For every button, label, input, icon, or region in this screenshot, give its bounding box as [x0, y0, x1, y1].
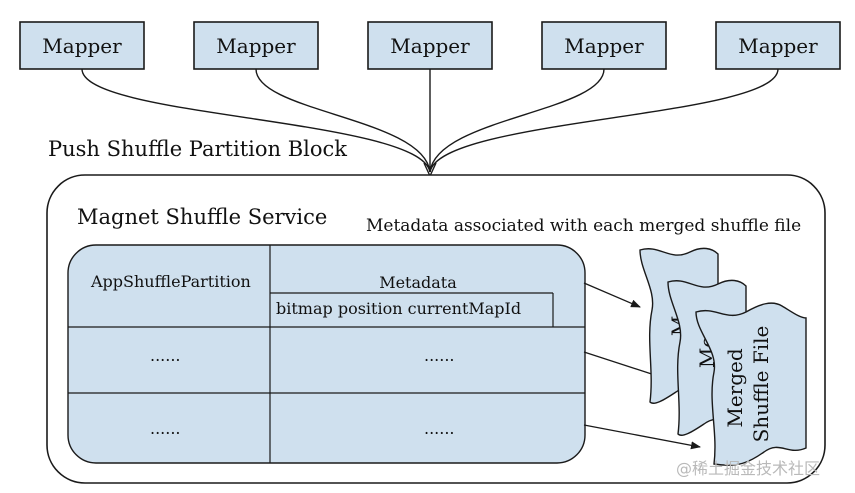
mapper-node-3: Mapper	[367, 21, 493, 70]
metadata-subheader: bitmap position currentMapId	[276, 299, 521, 318]
row-1-partition: ......	[150, 346, 181, 365]
metadata-note: Metadata associated with each merged shu…	[366, 216, 801, 236]
push-shuffle-label: Push Shuffle Partition Block	[48, 137, 347, 161]
col-header-metadata: Metadata	[379, 273, 457, 292]
mapper-label-5: Mapper	[738, 34, 818, 58]
shuffle-partition-table	[67, 244, 586, 464]
mapper-node-4: Mapper	[541, 21, 667, 70]
merged-file-3: Merged Shuffle File	[695, 302, 807, 466]
mapper-label-4: Mapper	[564, 34, 644, 58]
row-2-partition: ......	[150, 419, 181, 438]
row-2-metadata: ......	[424, 419, 455, 438]
mapper-node-2: Mapper	[193, 21, 319, 70]
mapper-label-3: Mapper	[390, 34, 470, 58]
arrow-to-file-1	[583, 282, 641, 308]
connector-mapper-5	[429, 68, 779, 173]
merged-file-3-line1: Merged	[723, 348, 747, 428]
connector-mapper-4	[429, 68, 605, 173]
row-1-metadata: ......	[424, 346, 455, 365]
mapper-label-2: Mapper	[216, 34, 296, 58]
arrow-to-file-3	[583, 424, 701, 450]
watermark-text: @稀土掘金技术社区	[676, 459, 820, 478]
mapper-node-1: Mapper	[19, 21, 145, 70]
merged-file-3-line2: Shuffle File	[749, 326, 773, 443]
connector-mapper-1	[81, 68, 431, 173]
mapper-node-5: Mapper	[715, 21, 841, 70]
col-header-partition: AppShufflePartition	[90, 272, 251, 291]
mapper-label-1: Mapper	[42, 34, 122, 58]
service-title: Magnet Shuffle Service	[77, 205, 327, 229]
connector-mapper-2	[255, 68, 431, 173]
